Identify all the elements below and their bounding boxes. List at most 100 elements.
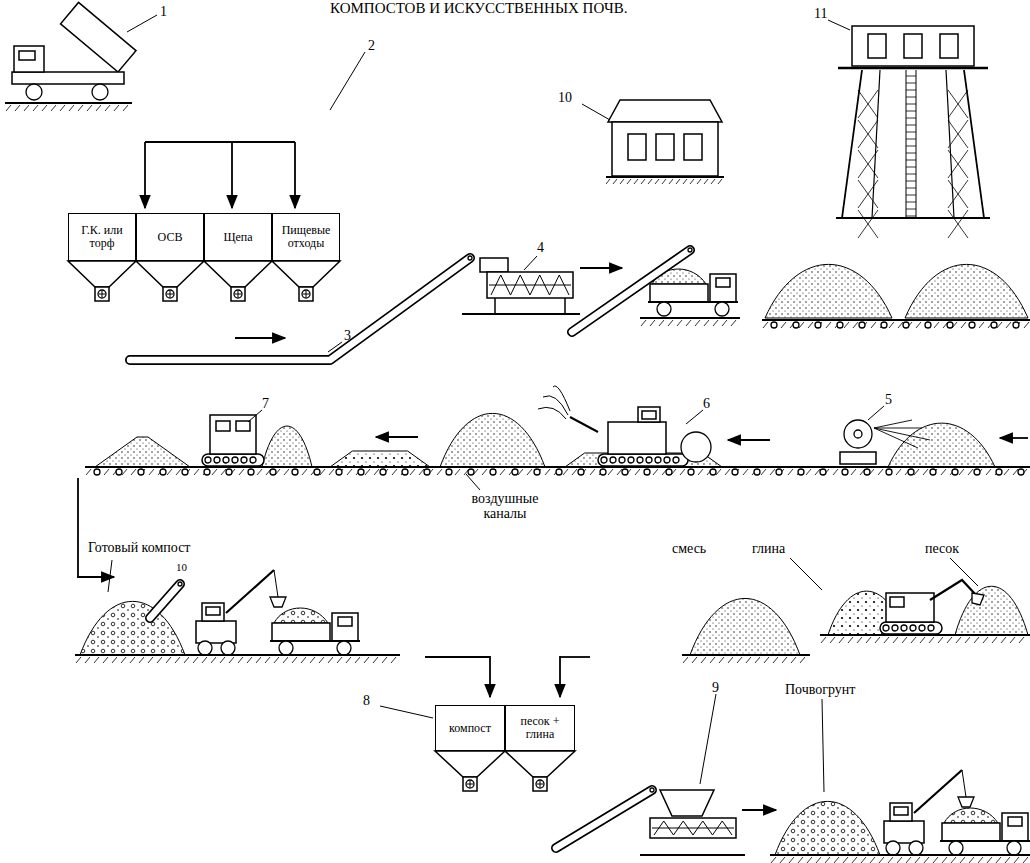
- tower-base: [836, 217, 990, 219]
- machine-frame: [840, 452, 876, 464]
- ground-hatch: [355, 657, 360, 663]
- ground-hatch: [123, 105, 128, 111]
- air-channel: [930, 469, 936, 475]
- air-channel: [182, 469, 188, 475]
- leader-line: [700, 694, 716, 784]
- ground-hatch: [983, 637, 988, 643]
- track-roller: [610, 457, 616, 463]
- building-hatch: [648, 179, 652, 184]
- hopper-bin: песок + глина: [505, 705, 575, 751]
- feeder-box: [533, 777, 547, 791]
- air-channel: [204, 469, 210, 475]
- ground-hatch: [1023, 857, 1028, 863]
- ground-hatch: [148, 657, 153, 663]
- ground-hatch: [692, 657, 697, 663]
- mixer-trough: [650, 818, 736, 838]
- flow-arrow: [742, 809, 776, 811]
- ground-hatch: [902, 637, 907, 643]
- ground-hatch: [698, 469, 703, 475]
- feeder-rotor: [234, 290, 242, 298]
- ground-hatch: [807, 857, 812, 863]
- ground-hatch: [848, 637, 853, 643]
- ground-hatch: [844, 322, 849, 328]
- ground-hatch: [871, 322, 876, 328]
- ground-hatch: [782, 657, 787, 663]
- ground-line: [5, 102, 132, 104]
- ground-hatch: [879, 857, 884, 863]
- track-roller: [910, 625, 916, 631]
- feeder-box: [299, 287, 313, 301]
- ground-hatch: [897, 857, 902, 863]
- crane-boom: [226, 570, 274, 613]
- ground-hatch: [737, 657, 742, 663]
- ground-hatch: [683, 657, 688, 663]
- ground-hatch: [839, 637, 844, 643]
- air-channel: [1013, 322, 1019, 328]
- ground-hatch: [970, 322, 975, 328]
- mixer-shaft: [652, 828, 734, 829]
- ground-hatch: [437, 469, 442, 475]
- tower-cabin: [852, 26, 974, 66]
- feed-line: [145, 141, 295, 143]
- feeder-cross: [540, 781, 541, 787]
- belt-inner: [556, 790, 652, 848]
- ground-hatch: [893, 637, 898, 643]
- ground-hatch: [866, 637, 871, 643]
- ladder-rung: [906, 188, 916, 189]
- truck-wheel: [92, 84, 108, 100]
- building-hatch: [676, 179, 680, 184]
- ground-hatch: [695, 320, 700, 326]
- loader-body: [196, 621, 236, 643]
- air-channel: [996, 469, 1002, 475]
- truck-wheel: [1007, 841, 1021, 855]
- bin-text: Щепа: [223, 231, 252, 244]
- truck-wheel: [715, 302, 729, 316]
- ground-hatch: [563, 469, 568, 475]
- leader-line: [328, 342, 342, 352]
- air-channel: [94, 469, 100, 475]
- air-channel: [292, 469, 298, 475]
- ground-hatch: [942, 857, 947, 863]
- ground-hatch: [996, 857, 1001, 863]
- air-channel: [512, 469, 518, 475]
- leader-line: [466, 474, 480, 490]
- ground-hatch: [78, 105, 83, 111]
- air-channel: [248, 469, 254, 475]
- ground-hatch: [771, 857, 776, 863]
- ground-hatch: [789, 857, 794, 863]
- belt-outline: [572, 250, 690, 332]
- watering-machine: [840, 420, 930, 464]
- building-window: [628, 134, 646, 160]
- flow-arrow: [231, 142, 233, 208]
- ground-hatch: [800, 657, 805, 663]
- track-roller: [646, 457, 652, 463]
- ground-hatch: [788, 469, 793, 475]
- ground-hatch: [175, 657, 180, 663]
- track-roller: [601, 457, 607, 463]
- material-label: воздушные каналы: [455, 491, 555, 522]
- ground-hatch: [659, 320, 664, 326]
- building-hatch: [606, 179, 610, 184]
- flow-line: [77, 478, 79, 577]
- ground-hatch: [320, 469, 325, 475]
- ground-hatch: [870, 857, 875, 863]
- material-pile: [80, 601, 185, 655]
- ground-hatch: [934, 322, 939, 328]
- ladder-rung: [906, 167, 916, 168]
- mixer-trough: [487, 272, 573, 298]
- ground-hatch: [167, 469, 172, 475]
- ground-hatch: [898, 322, 903, 328]
- ground-hatch: [716, 469, 721, 475]
- ground: [640, 318, 740, 326]
- ground-hatch: [33, 105, 38, 111]
- air-channel: [688, 469, 694, 475]
- belt-outline: [150, 584, 180, 618]
- ground-hatch: [1013, 469, 1018, 475]
- ground-line: [762, 319, 1030, 321]
- truck-cab: [14, 46, 44, 72]
- air-channel: [886, 469, 892, 475]
- air-channel: [600, 469, 606, 475]
- material-label: Почвогрунт: [785, 682, 855, 697]
- building-window: [684, 134, 702, 160]
- bin-text: Г.К. или торф: [71, 224, 133, 249]
